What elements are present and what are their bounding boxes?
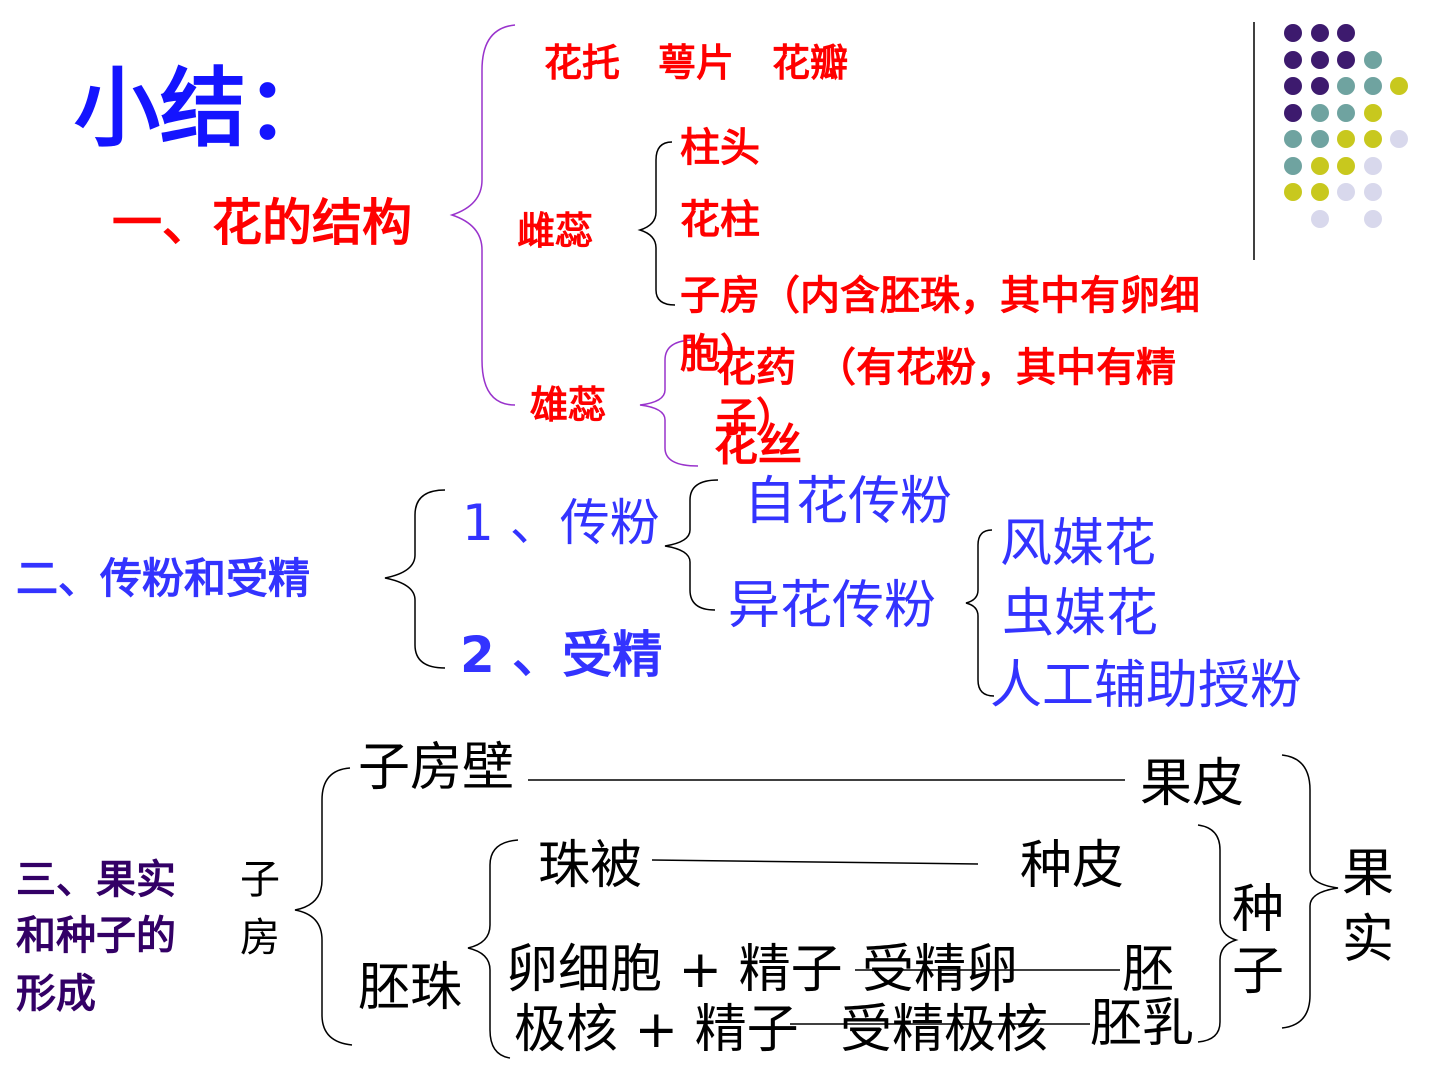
decorative-dot: [1310, 24, 1329, 42]
decorative-dot: [1284, 183, 1302, 201]
decorative-dot: [1310, 50, 1329, 69]
seed-coat: 种皮: [1020, 836, 1125, 896]
pistil-ovary: 子房（内含胚珠，其中有卵细: [680, 273, 1200, 319]
decorative-dot: [1284, 77, 1302, 95]
decorative-dot: [1363, 50, 1382, 69]
fruit-char-1: 果: [1342, 844, 1395, 904]
cross-pollination: 异花传粉: [728, 576, 937, 636]
decorative-dot: [1363, 183, 1382, 201]
polar-plus-sperm: 极核 + 精子: [514, 1000, 799, 1060]
section3-heading-3: 形成: [16, 971, 96, 1017]
line-integument-seed-coat: [651, 859, 979, 865]
decorative-dot: [1284, 130, 1302, 148]
fertilization-label: 2 、受精: [460, 626, 663, 684]
decorative-dot: [1363, 209, 1382, 228]
endosperm: 胚乳: [1090, 994, 1195, 1054]
decorative-dot: [1337, 103, 1355, 122]
embryo: 胚: [1122, 940, 1175, 1000]
bracket-cross-types: [965, 529, 995, 697]
bracket-ovule: [467, 839, 519, 1059]
bracket-pollination-fertilization: [384, 489, 446, 669]
decorative-dot: [1310, 209, 1329, 228]
decorative-dot: [1284, 50, 1302, 69]
self-pollination: 自花传粉: [744, 472, 953, 532]
pistil-label: 雌蕊: [517, 209, 594, 253]
decorative-dot: [1310, 183, 1329, 201]
decorative-dot: [1310, 77, 1329, 95]
bracket-pistil: [637, 141, 676, 306]
stamen-label: 雄蕊: [530, 383, 607, 427]
decorative-dot: [1310, 156, 1329, 175]
fruit-char-2: 实: [1342, 910, 1395, 970]
ovary-char-2: 房: [240, 915, 280, 961]
pollination-label: 1 、传粉: [462, 494, 660, 552]
seed-char-2: 子: [1232, 942, 1285, 1002]
pistil-style: 花柱: [680, 197, 760, 243]
stamen-anther-cont: 子）: [716, 395, 796, 441]
bracket-ovary: [294, 767, 353, 1046]
page-title: 小结：: [74, 59, 332, 159]
bracket-flower-structure: [449, 24, 516, 406]
section3-heading-1: 三、果实: [16, 857, 176, 903]
decorative-dot: [1363, 103, 1382, 122]
decorative-dot: [1310, 130, 1329, 148]
ovary-char-1: 子: [240, 857, 280, 903]
fertilized-polar-nuclei: 受精极核: [840, 1000, 1049, 1060]
flower-top-parts: 花托 萼片 花瓣: [544, 41, 849, 85]
bracket-pollination-types: [664, 479, 719, 611]
pistil-ovary-cont: 胞）: [680, 331, 760, 377]
decorative-dot: [1284, 24, 1302, 42]
integument: 珠被: [538, 836, 643, 896]
ovary-wall: 子房壁: [358, 738, 515, 798]
section1-heading: 一、花的结构: [112, 194, 412, 252]
decorative-dot: [1310, 103, 1329, 122]
decorative-dot: [1363, 77, 1382, 95]
pericarp: 果皮: [1140, 754, 1245, 814]
stamen-filament: 花丝: [714, 420, 802, 471]
decorative-dot: [1390, 130, 1408, 148]
decorative-dot: [1337, 130, 1355, 148]
stamen-anther: 花药 （有花粉，其中有精: [716, 345, 1176, 391]
pistil-stigma: 柱头: [680, 125, 760, 171]
artificial-pollination: 人工辅助授粉: [990, 656, 1303, 716]
bracket-seed: [1197, 824, 1239, 1043]
ovule: 胚珠: [358, 958, 463, 1018]
insect-pollinated: 虫媒花: [1002, 584, 1159, 644]
decorative-dot: [1284, 156, 1302, 175]
decorative-dot: [1337, 183, 1355, 201]
bracket-fruit: [1281, 754, 1339, 1029]
decorative-dot: [1363, 156, 1382, 175]
zygote: 受精卵: [862, 940, 1019, 1000]
wind-pollinated: 风媒花: [1000, 514, 1157, 574]
bracket-stamen: [639, 339, 699, 467]
seed-char-1: 种: [1232, 880, 1285, 940]
decorative-dot: [1337, 156, 1355, 175]
section3-heading-2: 和种子的: [16, 913, 176, 959]
decorative-dot: [1284, 103, 1302, 122]
decorative-dot: [1337, 77, 1355, 95]
decorative-dot: [1337, 24, 1355, 42]
decorative-dot: [1363, 130, 1382, 148]
decorative-dot: [1337, 50, 1355, 69]
egg-plus-sperm: 卵细胞 + 精子: [506, 940, 843, 1000]
section2-heading: 二、传粉和受精: [16, 554, 311, 603]
decorative-dot: [1390, 77, 1408, 95]
